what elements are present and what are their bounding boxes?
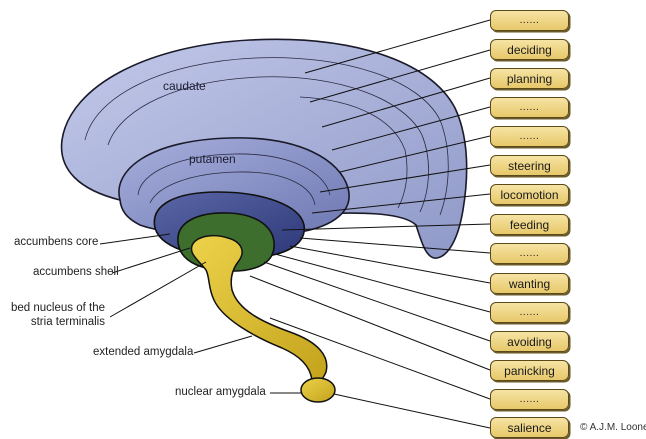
accumbens-shell-label: accumbens shell (33, 266, 119, 278)
function-box-10: wanting (490, 273, 569, 294)
function-box-7: locomotion (490, 184, 569, 205)
bed-nucleus-label-line1: bed nucleus of the (8, 302, 105, 314)
function-box-6: steering (490, 155, 569, 176)
function-box-9: ...... (490, 243, 569, 264)
function-box-11: ...... (490, 302, 569, 323)
putamen-label: putamen (189, 152, 236, 166)
bed-nucleus-label-line2: stria terminalis (8, 316, 105, 328)
function-box-1: ...... (490, 10, 569, 31)
extended-amygdala-label: extended amygdala (93, 346, 193, 358)
function-box-12: avoiding (490, 331, 569, 352)
function-box-4: ...... (490, 97, 569, 118)
accumbens-core-label: accumbens core (14, 236, 98, 248)
function-box-3: planning (490, 68, 569, 89)
nuclear-amygdala-shape (301, 378, 335, 402)
nuclear-amygdala-label: nuclear amygdala (175, 386, 266, 398)
function-box-15: salience (490, 417, 569, 438)
function-box-13: panicking (490, 360, 569, 381)
function-box-8: feeding (490, 214, 569, 235)
caudate-label: caudate (163, 79, 206, 93)
function-box-14: ...... (490, 389, 569, 410)
function-box-2: deciding (490, 39, 569, 60)
copyright-notice: © A.J.M. Loonen (580, 422, 646, 433)
function-box-5: ...... (490, 126, 569, 147)
